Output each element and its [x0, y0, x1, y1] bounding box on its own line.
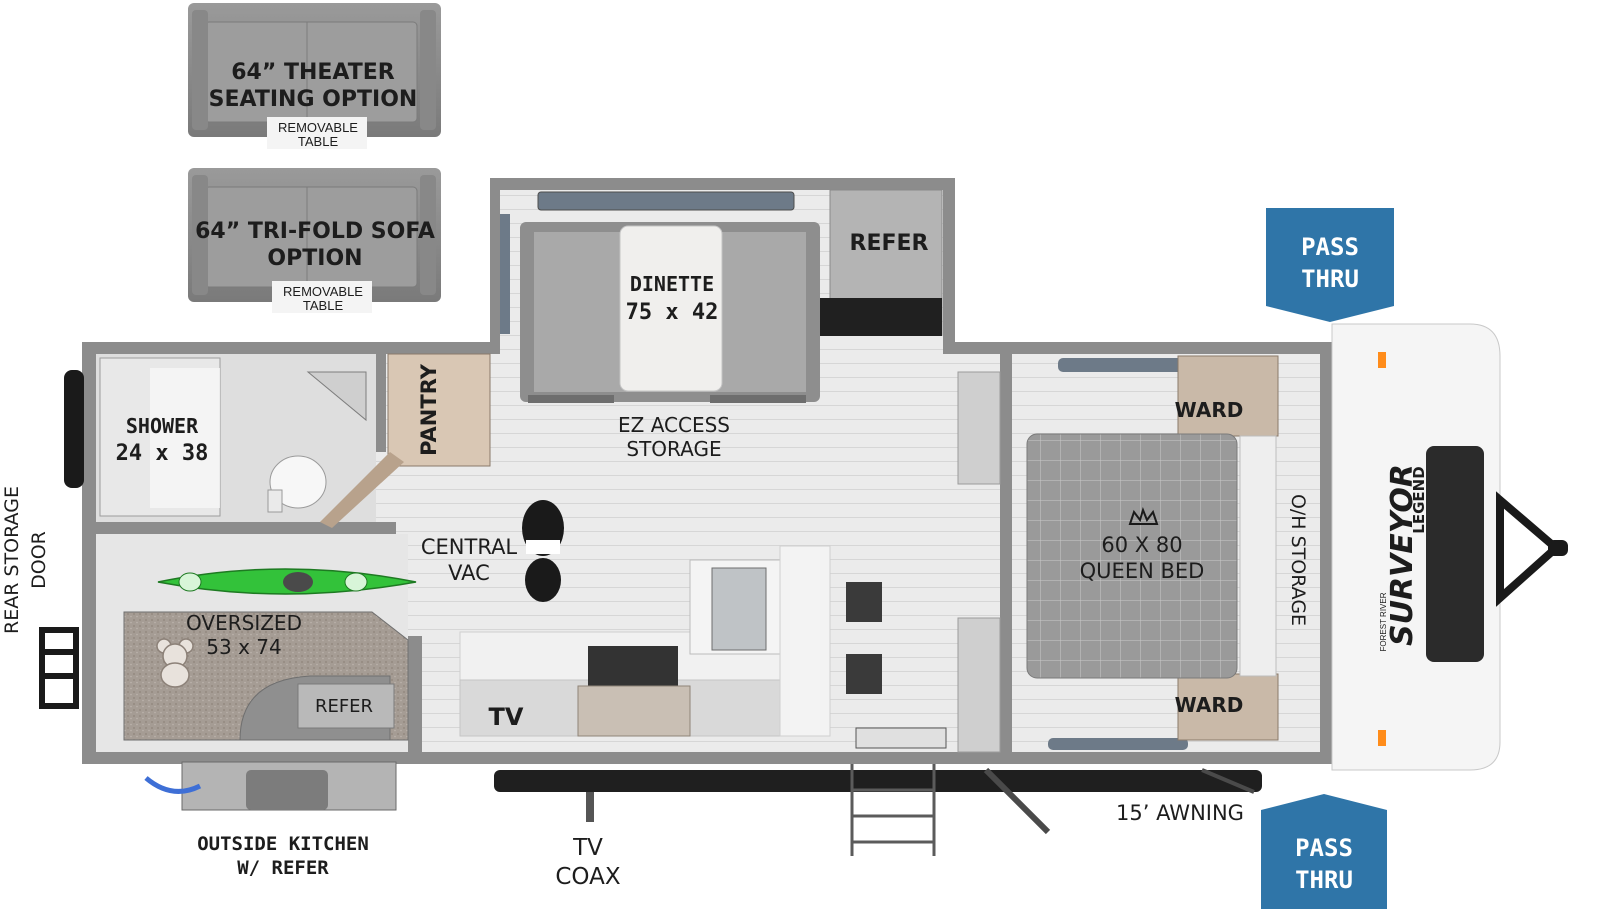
- queen-bed: [1026, 433, 1238, 679]
- bunk-bed: OVERSIZED 53 x 74 REFER: [123, 611, 409, 741]
- trifold-sofa-option: 64” TRI-FOLD SOFA OPTION REMOVABLE TABLE: [188, 168, 441, 313]
- bunk-line2: 53 x 74: [206, 635, 281, 659]
- sink-icon: [711, 567, 767, 651]
- bathroom: SHOWER 24 x 38: [99, 357, 367, 517]
- refer-bunk-label: REFER: [315, 696, 373, 717]
- ward-top-label: WARD: [1175, 398, 1244, 422]
- toilet-icon: [269, 455, 327, 509]
- ez-access-line2: STORAGE: [626, 437, 721, 461]
- trifold-option-line2: OPTION: [267, 246, 362, 271]
- tv-coax-port: TV COAX: [555, 792, 621, 890]
- trifold-option-line1: 64” TRI-FOLD SOFA: [195, 219, 435, 244]
- shower-name: SHOWER: [126, 414, 199, 438]
- entry-steps: [850, 764, 936, 856]
- brand-name: SURVEYOR: [1385, 464, 1420, 646]
- theater-table-line2: TABLE: [298, 134, 339, 149]
- dinette: DINETTE 75 x 42: [500, 191, 820, 403]
- pass-thru-top-line2: THRU: [1301, 265, 1359, 293]
- tv-coax-line2: COAX: [555, 864, 620, 890]
- theater-option-line2: SEATING OPTION: [209, 87, 418, 112]
- ward-bottom-label: WARD: [1175, 693, 1244, 717]
- pass-thru-bottom-line1: PASS: [1295, 834, 1353, 862]
- tv-label: TV: [489, 703, 524, 731]
- tv-coax-line1: TV: [572, 835, 603, 861]
- hitch-tongue: [1496, 491, 1563, 607]
- bed-line1: 60 X 80: [1101, 533, 1182, 557]
- bunk-line1: OVERSIZED: [186, 611, 302, 635]
- bedroom: WARD WARD 60 X 80 QUEEN BED O/H STORAGE: [1026, 355, 1309, 750]
- pass-thru-bottom-line2: THRU: [1295, 866, 1353, 894]
- pass-thru-top-badge: PASS THRU: [1266, 208, 1394, 322]
- pass-thru-bottom-badge: PASS THRU: [1261, 794, 1387, 909]
- trifold-table-line2: TABLE: [303, 298, 344, 313]
- pass-thru-top-line1: PASS: [1301, 233, 1359, 261]
- shower-size: 24 x 38: [116, 441, 209, 466]
- outside-kitchen-line2: W/ REFER: [237, 857, 329, 879]
- awning: 15’ AWNING: [494, 767, 1262, 835]
- outside-kitchen-line1: OUTSIDE KITCHEN: [197, 833, 369, 855]
- teddy-bear-icon: [156, 638, 194, 688]
- stove-icon: [588, 646, 678, 686]
- kitchen: TV: [459, 545, 947, 749]
- refrigerator: REFER: [820, 189, 943, 336]
- kayak-icon: [157, 568, 417, 595]
- pantry-label: PANTRY: [417, 363, 441, 456]
- dinette-name: DINETTE: [630, 272, 714, 296]
- crown-icon: [1128, 506, 1159, 525]
- theater-table-line1: REMOVABLE: [278, 120, 358, 135]
- trifold-table-line1: REMOVABLE: [283, 284, 363, 299]
- central-vac-line1: CENTRAL: [421, 535, 518, 559]
- outside-kitchen: OUTSIDE KITCHEN W/ REFER: [144, 761, 397, 879]
- rear-door-line1: REAR STORAGE: [1, 486, 23, 634]
- pantry: PANTRY: [320, 353, 491, 528]
- dinette-size: 75 x 42: [626, 300, 719, 325]
- central-vac-line2: VAC: [448, 561, 490, 585]
- brand-maker: FOREST RIVER: [1379, 592, 1388, 651]
- theater-option-line1: 64” THEATER: [231, 60, 395, 85]
- rear-bumper: [64, 370, 84, 488]
- rear-ladder: [39, 627, 79, 709]
- rear-door-line2: DOOR: [28, 531, 50, 589]
- front-cap: SURVEYOR LEGEND FOREST RIVER: [1331, 323, 1568, 771]
- footprint-icon: [522, 500, 564, 602]
- brand-sub: LEGEND: [1410, 466, 1428, 533]
- awning-label: 15’ AWNING: [1116, 801, 1244, 825]
- theater-seating-option: 64” THEATER SEATING OPTION REMOVABLE TAB…: [188, 3, 441, 149]
- oh-storage-label: O/H STORAGE: [1287, 494, 1309, 626]
- refer-main-label: REFER: [850, 231, 929, 256]
- ez-access-line1: EZ ACCESS: [618, 413, 730, 437]
- bed-line2: QUEEN BED: [1080, 559, 1205, 583]
